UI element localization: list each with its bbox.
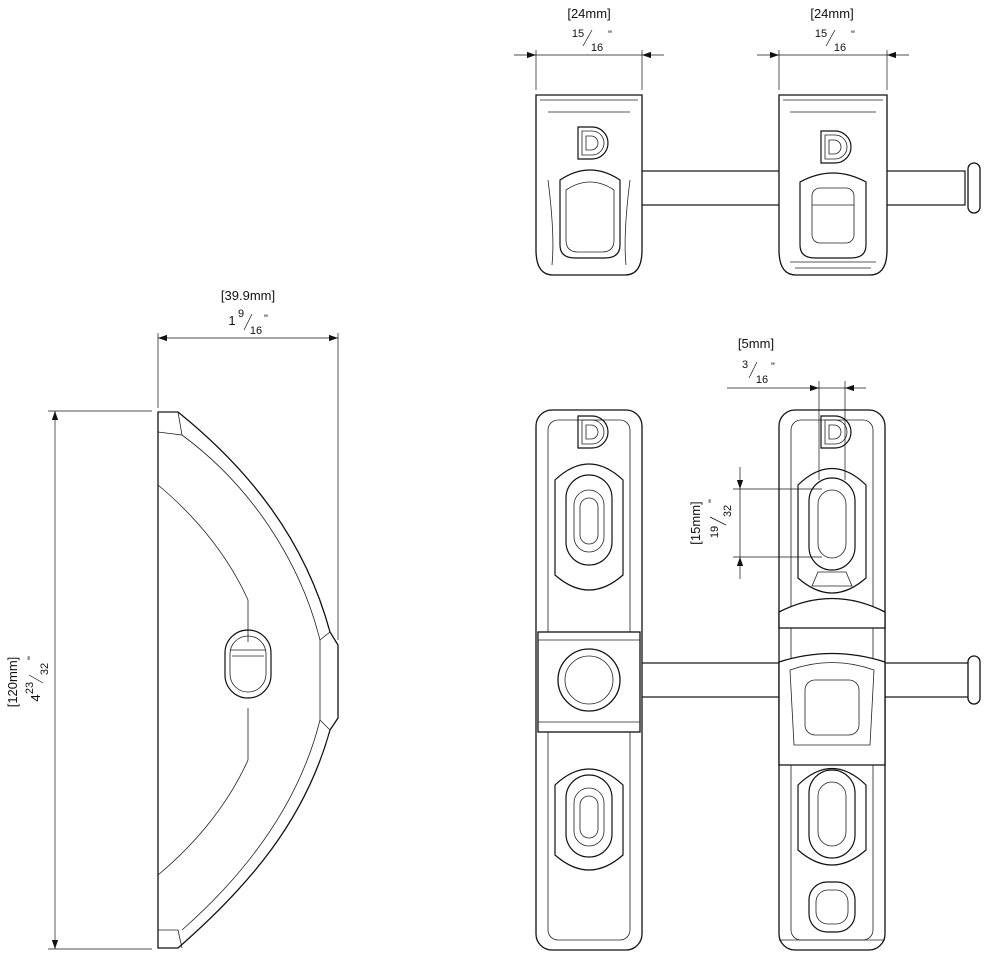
dim-top-right-metric: 24mm xyxy=(814,6,850,21)
dim-side-depth-numerator: 9 xyxy=(238,308,244,320)
dim-slot-width-metric: 5mm xyxy=(742,336,771,351)
dim-side-height-numerator: 23 xyxy=(24,682,36,694)
dim-top-left-numerator: 15 xyxy=(572,28,584,40)
dimension-slot-length: [15mm] 19 32 " xyxy=(688,467,822,579)
svg-text:[39.9mm]: [39.9mm] xyxy=(221,288,275,303)
dim-side-height-denominator: 32 xyxy=(39,663,51,675)
dim-side-height-unit: " xyxy=(26,656,38,660)
dim-slot-width-numerator: 3 xyxy=(742,359,748,371)
dim-slot-length-numerator: 19 xyxy=(709,526,721,538)
front-left-view xyxy=(535,409,981,951)
dim-top-left-denominator: 16 xyxy=(591,42,603,54)
svg-text:[120mm]: [120mm] xyxy=(5,657,20,708)
dim-top-left-unit: " xyxy=(608,29,612,41)
dim-top-right-denominator: 16 xyxy=(834,42,846,54)
dim-slot-width-denominator: 16 xyxy=(756,374,768,386)
dim-side-depth-whole: 1 xyxy=(228,313,235,328)
dim-slot-length-unit: " xyxy=(707,499,719,503)
dim-slot-length-metric: 15mm xyxy=(688,505,703,541)
front-right-view xyxy=(778,409,886,951)
dim-side-height-whole: 4 xyxy=(28,694,43,701)
top-right-view xyxy=(778,94,981,276)
dim-side-height-metric: 120mm xyxy=(5,660,20,703)
dim-side-depth-metric: 39.9mm xyxy=(225,288,272,303)
dim-slot-length-denominator: 32 xyxy=(722,505,734,517)
svg-text:[24mm]: [24mm] xyxy=(810,6,853,21)
dimension-top-right-width: [24mm] 15 16 " xyxy=(757,6,909,90)
dimension-side-height: [120mm] 4 23 32 " xyxy=(5,410,152,950)
svg-text:[5mm]: [5mm] xyxy=(738,336,774,351)
dim-side-depth-unit: " xyxy=(264,313,268,325)
dim-top-right-numerator: 15 xyxy=(815,28,827,40)
dimension-top-left-width: [24mm] 15 16 " xyxy=(514,6,664,90)
dim-slot-width-unit: " xyxy=(771,361,775,373)
dimension-side-depth: [39.9mm] 1 9 16 " xyxy=(157,288,339,640)
dim-side-depth-denominator: 16 xyxy=(250,325,262,337)
dim-top-left-metric: 24mm xyxy=(571,6,607,21)
side-view xyxy=(157,411,339,949)
svg-text:[15mm]: [15mm] xyxy=(688,501,703,544)
dimension-slot-width: [5mm] 3 16 " xyxy=(727,336,866,480)
dim-top-right-unit: " xyxy=(851,29,855,41)
svg-text:[24mm]: [24mm] xyxy=(567,6,610,21)
top-left-view xyxy=(535,94,783,276)
